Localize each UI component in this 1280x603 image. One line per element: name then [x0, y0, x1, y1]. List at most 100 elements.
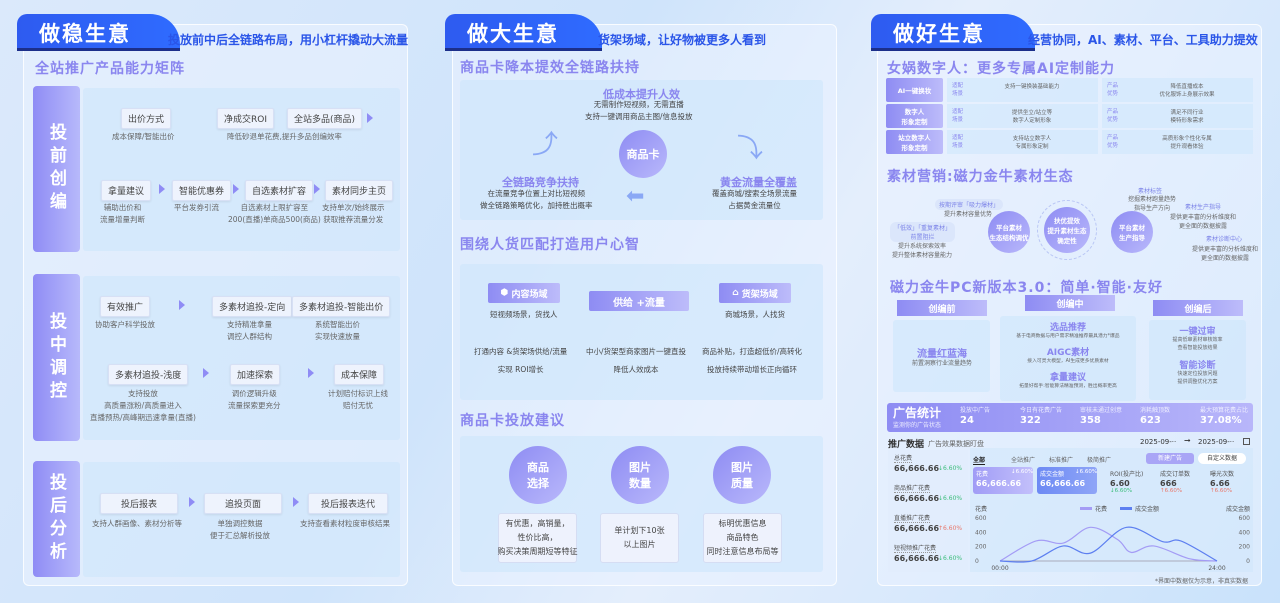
- cycle-top-desc: 无需制作短视频，无需直播 支持一键调用商品主图/信息投放: [585, 100, 693, 121]
- kpi-value: 6.60: [1110, 479, 1130, 488]
- arrow-icon: [233, 184, 239, 194]
- content-field-label: 内容场域: [511, 289, 548, 300]
- stat-label: 投放中广告: [960, 407, 991, 414]
- chip-multi-smart-bid[interactable]: 多素材追投-智能出价: [292, 296, 391, 317]
- stat-value: 623: [1140, 415, 1161, 426]
- chip-cost-guarantee[interactable]: 成本保障: [334, 364, 385, 385]
- data-note: *界面中数据仅为示意，非真实数据: [1155, 578, 1249, 585]
- dh-value: 支持一键换装基础能力: [1004, 84, 1060, 90]
- dh-row: [1102, 104, 1253, 128]
- chip-multi-product[interactable]: 全站多品(商品): [287, 108, 363, 129]
- center-product-card: 商品卡: [619, 130, 667, 178]
- chip-volume-advice[interactable]: 拿量建议: [101, 180, 152, 201]
- metric-change: ↑6.60%: [938, 525, 963, 532]
- series-line: [999, 526, 1218, 562]
- metric-change: ↓6.60%: [938, 465, 963, 472]
- kpi-label: ROI(投产比): [1110, 471, 1144, 478]
- chip-material-expand[interactable]: 自选素材扩容: [245, 180, 314, 201]
- y-tick-left: 0: [975, 558, 979, 565]
- chip-accelerate-explore[interactable]: 加速探索: [230, 364, 281, 385]
- date-to[interactable]: 2025-09-··: [1198, 438, 1235, 446]
- dh-value: 降低直播成本 优化服饰上身展示效果: [1159, 84, 1215, 98]
- before-title: 流量红蓝海: [917, 349, 967, 360]
- chip-desc: 协助客户科学投放: [95, 320, 155, 329]
- chip-effective-promo[interactable]: 有效推广: [100, 296, 151, 317]
- kpi-change: ↓6.60%: [1110, 488, 1133, 494]
- promo-tab[interactable]: 全站推广: [1011, 457, 1036, 464]
- chip-desc: 支持查看素材粒度审核结果: [300, 519, 390, 528]
- before-desc: 前置洞察行业流量趋势: [912, 360, 973, 367]
- custom-data-button[interactable]: 自定义数据: [1198, 453, 1246, 464]
- stage-box-post: [83, 462, 400, 577]
- tab-title: 做稳生意: [17, 14, 180, 48]
- chip-smart-coupon[interactable]: 智能优惠券: [172, 180, 232, 201]
- metric-value: 66,666.66: [894, 554, 940, 563]
- chip-desc: 自选素材上限扩容至 200(直播)单商品500(商品): [228, 203, 321, 224]
- promo-tab[interactable]: 极简推广: [1087, 457, 1112, 464]
- chip-multi-targeting[interactable]: 多素材追投-定向: [212, 296, 293, 317]
- eco-desc: 提供更丰富的分析维度和 更全面的数据披露: [1192, 246, 1259, 262]
- section-title: 磁力金牛PC新版本3.0：简单·智能·友好: [890, 280, 1163, 296]
- kpi-label: 成交金额: [1040, 471, 1065, 478]
- dh-row: [947, 78, 1098, 102]
- promo-tab[interactable]: 全部: [973, 457, 986, 465]
- tab-title: 做好生意: [871, 14, 1035, 48]
- eco-circle: 平台素材 生态结构调优: [988, 211, 1030, 253]
- promo-tab[interactable]: 标准推广: [1049, 457, 1074, 464]
- chip-material-sync[interactable]: 素材同步主页: [325, 180, 394, 201]
- chip-desc: 支持单次/始终展示 获取推荐流量分发: [322, 203, 385, 224]
- kpi-label: 曝光次数: [1210, 471, 1235, 478]
- chip-desc: 降低砂退单花费,提升多品创编效率: [227, 132, 342, 141]
- dh-value: 满足不同行业 模特形象需求: [1170, 110, 1204, 124]
- advice-circle: 商品 选择: [509, 446, 567, 504]
- chip-desc: 系统智能出价 实现快速放量: [315, 320, 360, 341]
- eco-tag: 素材生产指导: [1185, 204, 1222, 211]
- chip-followup-page[interactable]: 追投页面: [204, 493, 283, 514]
- dh-row: [1102, 78, 1253, 102]
- dh-row-tag: 数字人 形象定制: [886, 104, 943, 128]
- advice-circle: 图片 质量: [713, 446, 771, 504]
- dh-key: 适配 场景: [952, 135, 964, 149]
- cycle-left-desc: 在流量竞争位置上对比短视频 做全链路策略优化，加持胜出概率: [480, 189, 593, 210]
- chip-bid-method[interactable]: 出价方式: [121, 108, 172, 129]
- metric-value: 66,666.66: [894, 494, 940, 503]
- new-ad-button[interactable]: 新建广告: [1146, 453, 1194, 464]
- arrow-icon: [293, 497, 299, 507]
- chip-post-report[interactable]: 投后报表: [100, 493, 179, 514]
- dh-key: 产品 优势: [1107, 109, 1119, 123]
- metric-label: 总花费: [894, 455, 913, 463]
- calendar-icon[interactable]: [1243, 438, 1250, 445]
- chip-net-roi[interactable]: 净成交ROI: [217, 108, 274, 129]
- y-tick-left: 600: [975, 515, 987, 522]
- y-tick-right: 200: [1239, 544, 1251, 551]
- date-from[interactable]: 2025-09-··: [1140, 438, 1177, 446]
- eco-tag: 「低效」「重复素材」 前置阻拦: [890, 222, 956, 242]
- during-item-desc: 接入可灵大模型，AI生成更多优质素材: [1027, 359, 1109, 364]
- ad-stats-bar: [887, 403, 1253, 432]
- subtitle: 经营协同，AI、素材、平台、工具助力提效: [1028, 33, 1258, 47]
- dh-row-tag: 站立数字人 形象定制: [886, 130, 943, 154]
- metric-change: ↓6.60%: [938, 555, 963, 562]
- content-field-tag: ⬢ 内容场域: [488, 283, 560, 303]
- dh-key: 适配 场景: [952, 83, 964, 97]
- section-title: 商品卡投放建议: [460, 413, 565, 429]
- ad-stats-title: 广告统计: [893, 406, 942, 420]
- chip-desc: 辅助出价和 流量增量判断: [100, 203, 145, 224]
- series-line: [999, 526, 1218, 563]
- chip-desc: 计划赔付标识上线 赔付无忧: [328, 389, 388, 410]
- chip-report-iteration[interactable]: 投后报表迭代: [308, 493, 389, 514]
- stat-label: 今日有花费广告: [1020, 407, 1063, 414]
- cycle-arrow-icon: ⬅: [626, 184, 645, 209]
- chip-multi-shallow[interactable]: 多素材追投-浅度: [108, 364, 189, 385]
- stat-label: 最大预算花费占比: [1200, 407, 1249, 414]
- kpi-card[interactable]: [1037, 467, 1097, 494]
- promo-subtitle: 广告效果数据盯盘: [928, 440, 984, 448]
- advice-card: 有优惠，高销量， 性价比高， 购买决策周期短等特征: [498, 513, 578, 563]
- stat-value: 37.08%: [1200, 415, 1242, 426]
- section-title: 女娲数字人：更多专属AI定制能力: [887, 61, 1116, 77]
- before-box: [893, 320, 990, 392]
- kpi-card[interactable]: [973, 467, 1033, 494]
- y-axis-left-label: 花费: [975, 505, 987, 513]
- match-col-desc: 打通内容 &货架场供给/流量 实现 ROI增长: [474, 347, 568, 374]
- stat-value: 24: [960, 415, 974, 426]
